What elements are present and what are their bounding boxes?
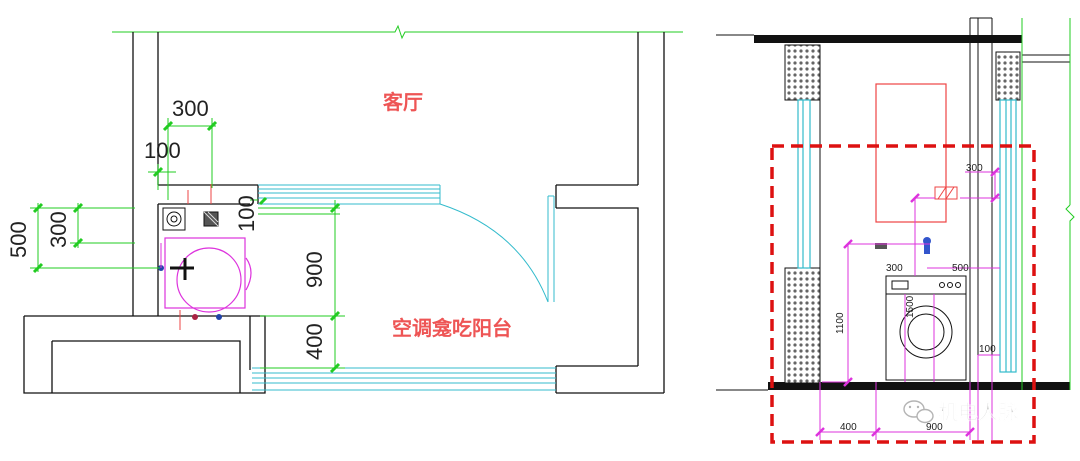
dim-300-left: 300 <box>46 211 71 248</box>
elevation-structure <box>819 17 1070 383</box>
elevation-view: 300 300 500 1100 1500 100 400 900 机电人脉 <box>716 17 1075 444</box>
plan-dimension-ticks <box>32 120 341 374</box>
elevation-dimension-lines <box>819 171 1000 440</box>
elev-dim-300-lower: 300 <box>886 263 903 274</box>
elev-dim-1100: 1100 <box>835 312 846 334</box>
brick-lower-left <box>784 267 821 384</box>
brick-upper-left <box>784 44 821 101</box>
top-slab <box>754 35 1022 43</box>
dim-500-left: 500 <box>6 221 31 258</box>
dim-100-right: 100 <box>234 195 259 232</box>
plan-dimension-lines <box>30 118 345 369</box>
floor-drain-right <box>203 211 219 227</box>
elevation-dimension-ticks <box>815 167 1000 437</box>
highlight-frame <box>770 144 1036 444</box>
watermark-text: 机电人脉 <box>938 400 1019 424</box>
elev-dim-400: 400 <box>840 422 857 433</box>
top-axis-line <box>112 24 683 40</box>
washing-machine-plan <box>158 237 252 330</box>
bottom-slab <box>768 382 1070 390</box>
window-top <box>258 184 441 205</box>
wechat-icon <box>903 400 934 424</box>
washing-machine-elevation <box>885 275 967 381</box>
wall-cabinet <box>875 83 947 223</box>
glass-right <box>999 99 1017 373</box>
dim-900: 900 <box>302 251 327 288</box>
faucet-fittings <box>875 186 958 254</box>
pipe-markers <box>187 184 212 204</box>
floor-drain-left <box>162 207 186 231</box>
brick-upper-right <box>995 51 1021 101</box>
glass-left <box>797 99 811 269</box>
walls <box>23 32 665 394</box>
elev-dim-500: 500 <box>952 263 969 274</box>
dim-300-top: 300 <box>172 96 209 121</box>
floor-plan: 300 100 500 300 100 900 400 客厅 空调龛吃阳台 <box>6 24 683 394</box>
room-label-living: 客厅 <box>382 90 423 114</box>
elev-dim-900: 900 <box>926 422 943 433</box>
window-bottom <box>252 367 556 391</box>
elev-dim-100: 100 <box>979 344 996 355</box>
axis-right <box>1021 18 1075 390</box>
watermark: 机电人脉 <box>903 400 1019 424</box>
room-label-balcony: 空调龛吃阳台 <box>392 316 512 340</box>
door-swing <box>439 195 555 303</box>
dim-400: 400 <box>302 323 327 360</box>
elev-dim-1500: 1500 <box>905 295 916 318</box>
elev-dim-300-upper: 300 <box>966 163 983 174</box>
dim-100-top: 100 <box>144 138 181 163</box>
